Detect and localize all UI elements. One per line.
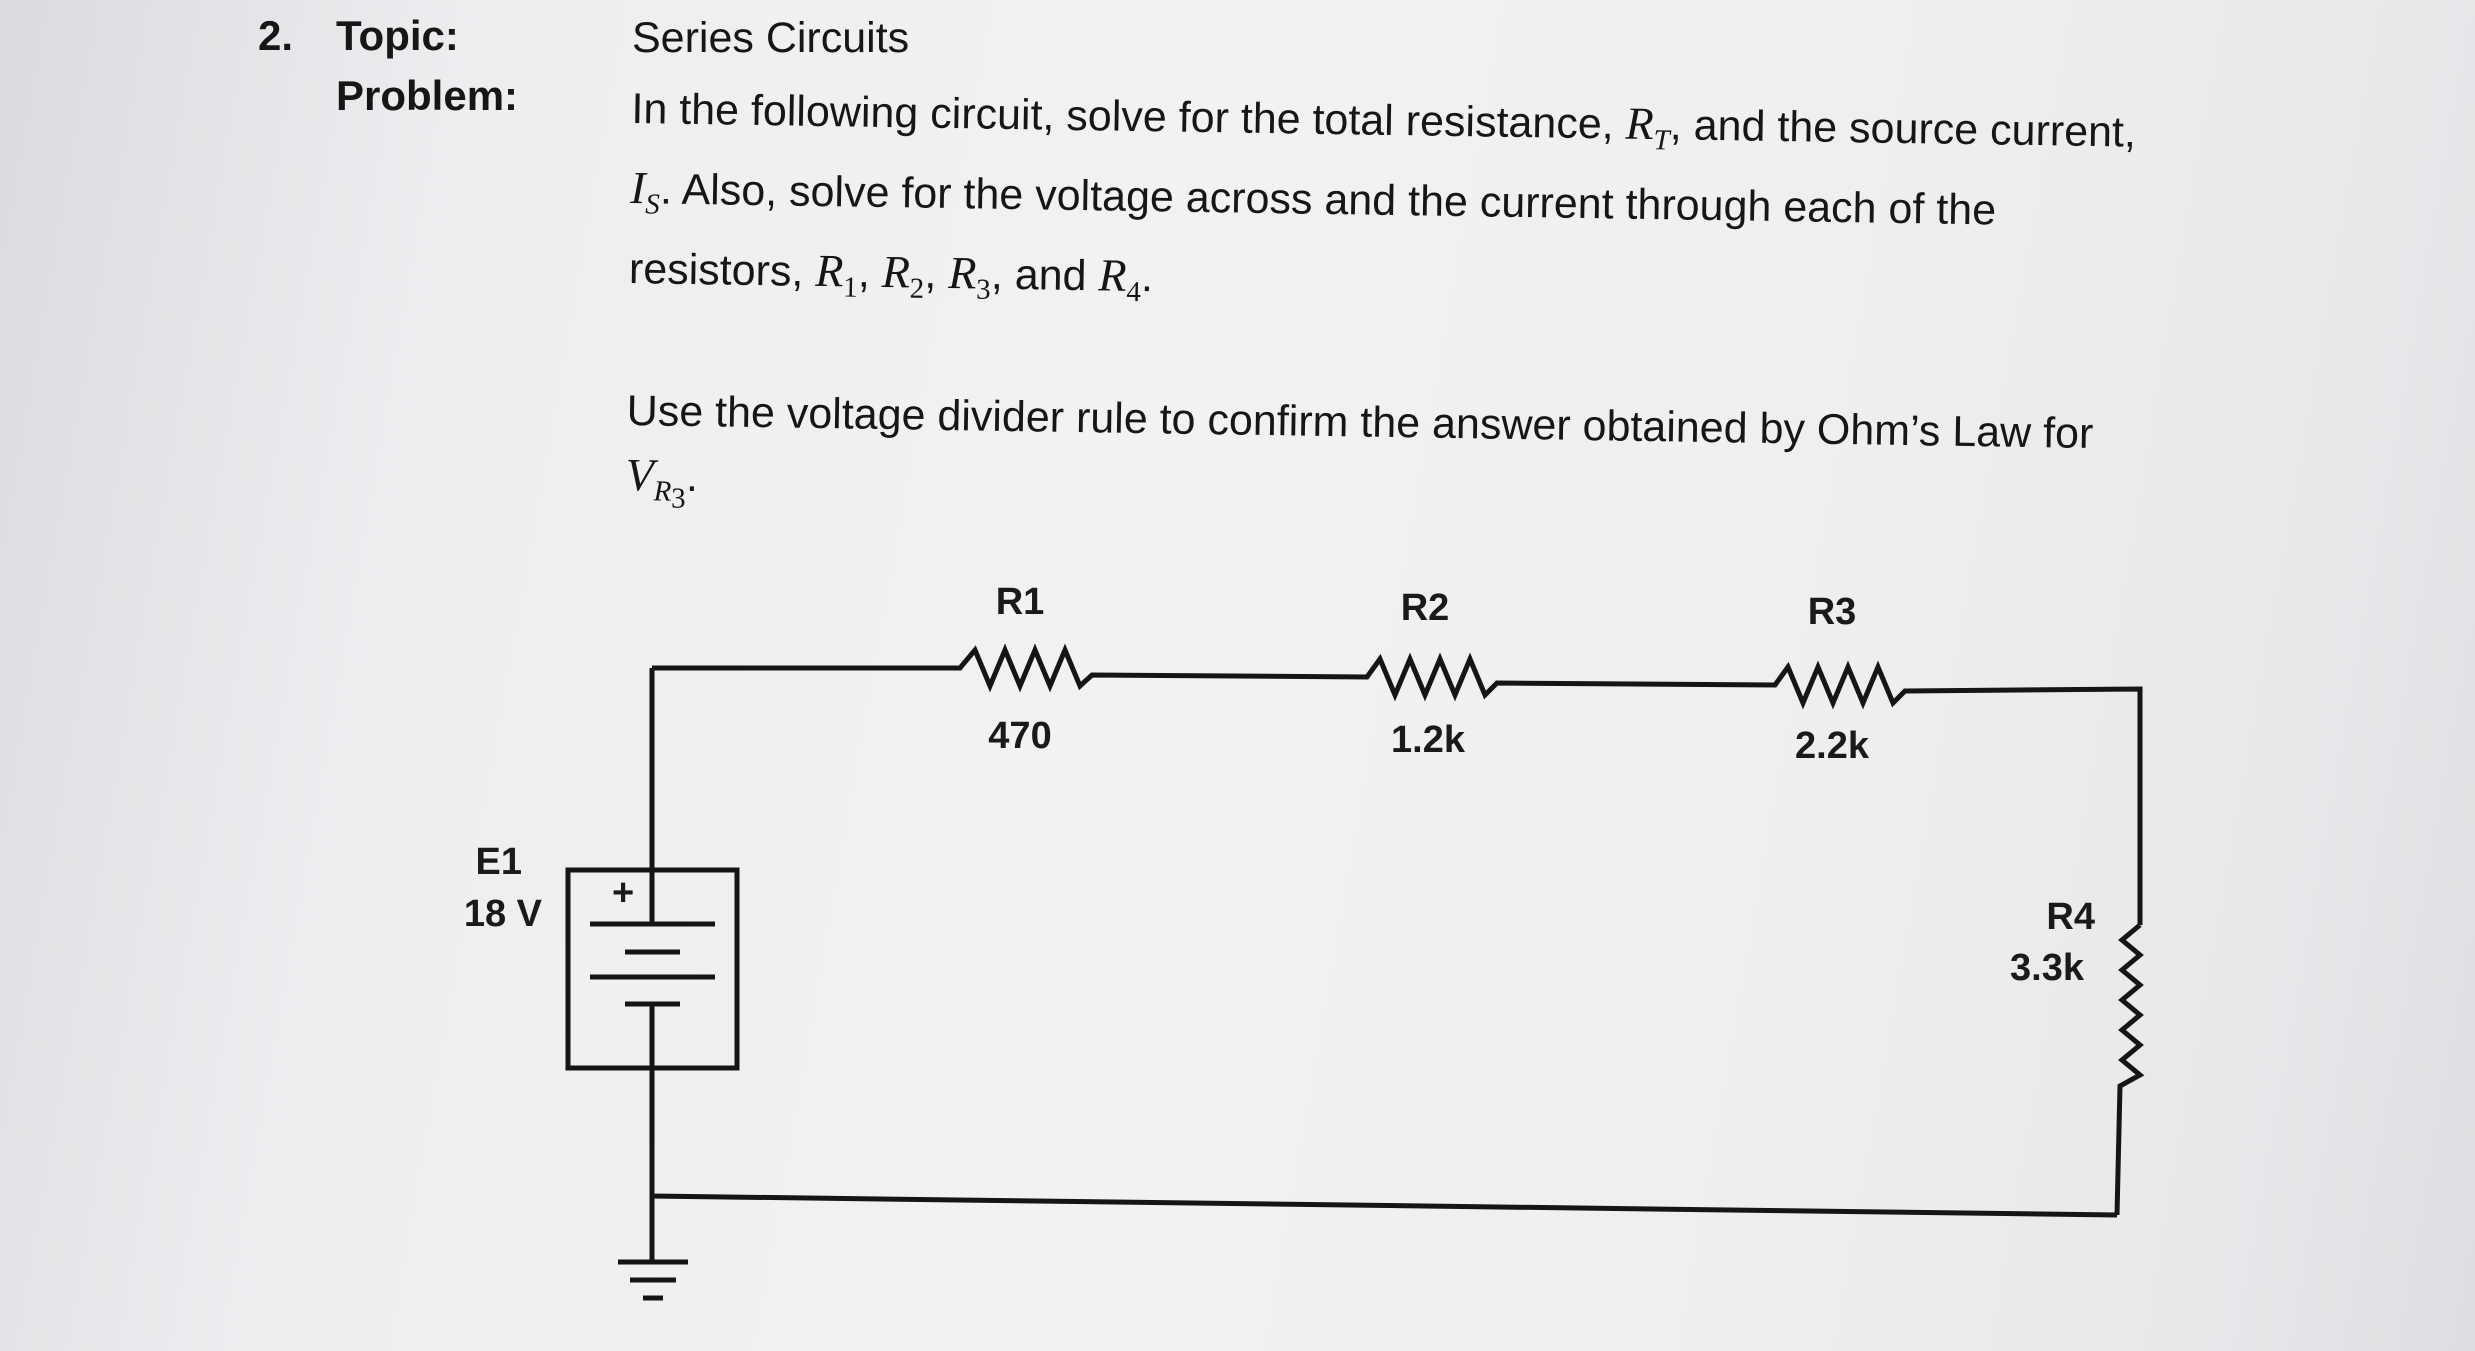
r2-name-label: R2 <box>1401 587 1450 629</box>
r1-name-label: R1 <box>996 581 1045 623</box>
problem-label: Problem: <box>336 72 519 119</box>
battery-e1 <box>565 867 740 1071</box>
r4-name-label: R4 <box>2046 896 2095 938</box>
source-value-label: 18 V <box>464 893 543 935</box>
r1-value-label: 470 <box>988 715 1051 757</box>
wire-bottom <box>649 1005 2118 1218</box>
source-name-label: E1 <box>476 841 522 883</box>
battery-plus-sign: + <box>612 872 634 914</box>
r2-value-label: 1.2k <box>1391 719 1466 761</box>
r4-value-label: 3.3k <box>2010 947 2085 989</box>
r3-value-label: 2.2k <box>1795 725 1870 767</box>
question-number: 2. <box>258 12 294 59</box>
r3-name-label: R3 <box>1808 591 1857 633</box>
wire-r4 <box>2114 923 2145 1216</box>
wire-top <box>652 643 2143 925</box>
ground-symbol <box>618 1259 688 1301</box>
topic-value: Series Circuits <box>632 14 910 62</box>
topic-label: Topic: <box>336 12 459 59</box>
